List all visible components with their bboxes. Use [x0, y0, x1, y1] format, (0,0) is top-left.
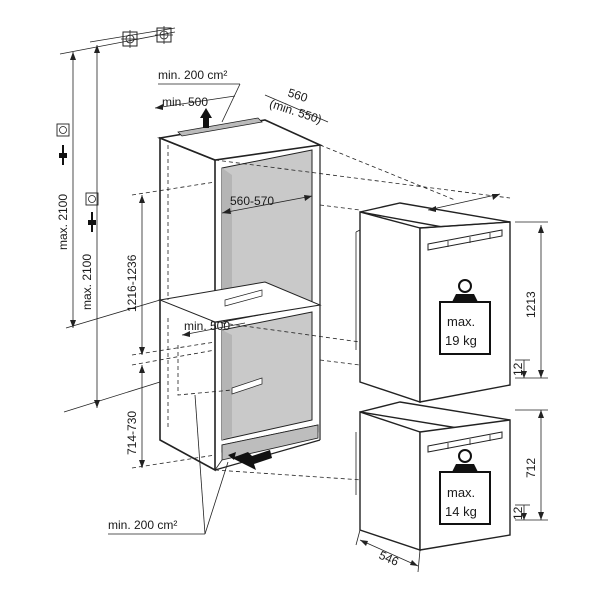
lower-niche-height-label: 714-730: [125, 411, 139, 455]
depth-top-label: min. 500: [162, 95, 208, 109]
lower-max-load-label: max.: [447, 485, 475, 500]
vent-bottom-label: min. 200 cm²: [108, 518, 177, 532]
weight-icon: [439, 449, 491, 525]
lower-height-label: 712: [524, 458, 538, 478]
power-plug-icon: [59, 145, 96, 232]
niche-cabinet: [157, 117, 323, 472]
weight-icon: [439, 279, 491, 355]
upper-niche-height-label: 1216-1236: [125, 254, 139, 312]
upper-gap-label: 12: [511, 362, 525, 376]
niche-width-label: 560-570: [230, 194, 274, 208]
lower-gap-label: 12: [511, 506, 525, 520]
total-height-label-1: max. 2100: [56, 194, 70, 250]
upper-max-load-label: max.: [447, 314, 475, 329]
lower-max-value-label: 14 kg: [445, 504, 477, 519]
depth-middle-label: min. 500: [184, 319, 230, 333]
vent-top-label: min. 200 cm²: [158, 68, 227, 82]
upper-max-value-label: 19 kg: [445, 333, 477, 348]
upper-height-label: 1213: [524, 291, 538, 318]
lower-depth-label: 546: [377, 548, 401, 569]
total-height-label-2: max. 2100: [80, 254, 94, 310]
width-outer-label: 560: [286, 86, 310, 106]
power-socket-icon: [56, 123, 99, 206]
airflow-arrow-icon: [200, 108, 272, 470]
